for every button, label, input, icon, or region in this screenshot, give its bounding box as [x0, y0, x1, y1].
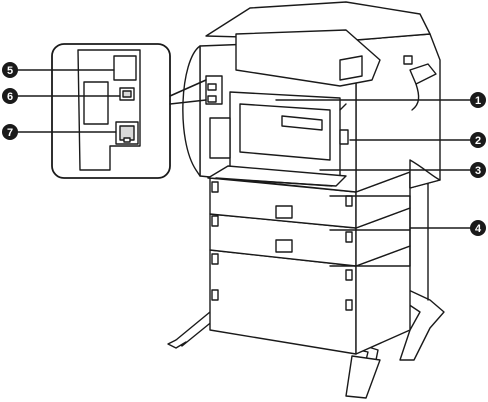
svg-text:2: 2 [475, 135, 481, 147]
svg-text:5: 5 [7, 65, 13, 77]
callout-6: 6 [2, 88, 18, 104]
svg-text:4: 4 [475, 223, 482, 235]
callout-3: 3 [470, 162, 486, 178]
connector-detail-inset [51, 43, 207, 179]
callout-4: 4 [470, 220, 486, 236]
leader-lines [17, 69, 473, 267]
svg-text:7: 7 [7, 127, 13, 139]
callout-7: 7 [2, 124, 18, 140]
callout-2: 2 [470, 132, 486, 148]
svg-text:6: 6 [7, 91, 13, 103]
callout-5: 5 [2, 62, 18, 78]
port-5-shape [113, 55, 137, 81]
svg-text:1: 1 [475, 95, 481, 107]
callout-1: 1 [470, 92, 486, 108]
paper-cassette-units [209, 171, 429, 355]
rear-cover-assembly [205, 75, 349, 187]
svg-text:3: 3 [475, 165, 481, 177]
